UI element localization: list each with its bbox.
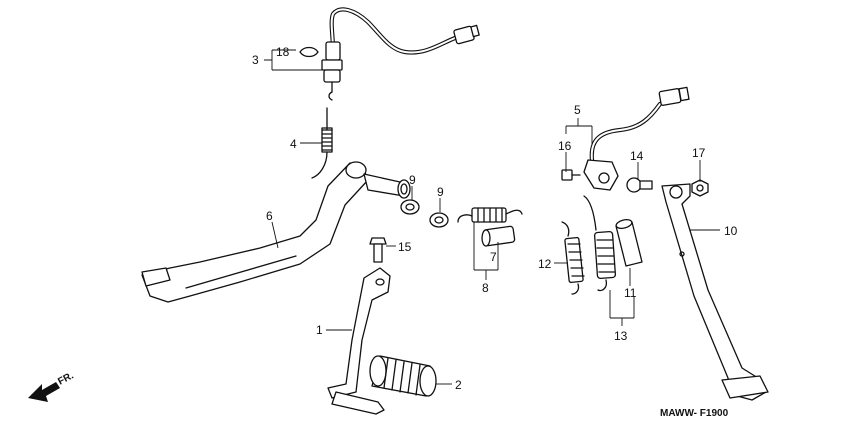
callout-4: 4 <box>290 137 297 151</box>
step-arm <box>327 267 391 415</box>
callout-16: 16 <box>558 139 572 153</box>
stop-switch-assembly <box>299 7 480 101</box>
front-direction-indicator: FR. <box>28 370 76 402</box>
callout-6: 6 <box>266 209 273 223</box>
side-stand-spring-outer <box>583 195 617 292</box>
callout-2: 2 <box>455 378 462 392</box>
brake-pedal-arm <box>141 161 411 303</box>
callout-7: 7 <box>490 250 497 264</box>
callout-9a: 9 <box>409 173 416 187</box>
footpeg-rubber <box>369 355 437 397</box>
return-spring-set <box>457 207 523 247</box>
front-arrow-icon <box>28 382 60 402</box>
callout-15: 15 <box>398 240 412 254</box>
callout-14: 14 <box>630 149 644 163</box>
bolt-15 <box>369 237 387 263</box>
callout-labels: 3 18 4 5 16 14 17 6 9 9 15 7 8 12 11 13 … <box>252 45 738 392</box>
bolt-14 <box>626 177 653 193</box>
stop-switch-spring <box>311 107 333 179</box>
callout-8: 8 <box>482 281 489 295</box>
side-stand-switch <box>561 86 690 191</box>
callout-9b: 9 <box>437 185 444 199</box>
callout-5: 5 <box>574 103 581 117</box>
callout-17: 17 <box>692 146 706 160</box>
callout-10: 10 <box>724 224 738 238</box>
callout-1: 1 <box>316 323 323 337</box>
callout-13: 13 <box>614 329 628 343</box>
side-stand <box>661 183 769 401</box>
leader-lines <box>264 49 720 385</box>
washers <box>400 199 449 228</box>
side-stand-spring-inner <box>561 221 585 295</box>
callout-12: 12 <box>538 257 552 271</box>
callout-3: 3 <box>252 53 259 67</box>
side-stand-collar <box>615 219 643 267</box>
callout-11: 11 <box>624 286 637 300</box>
diagram-code: MAWW- F1900 <box>660 408 729 419</box>
callout-18: 18 <box>276 45 290 59</box>
front-direction-label: FR. <box>56 370 76 387</box>
nut-17 <box>691 179 709 197</box>
